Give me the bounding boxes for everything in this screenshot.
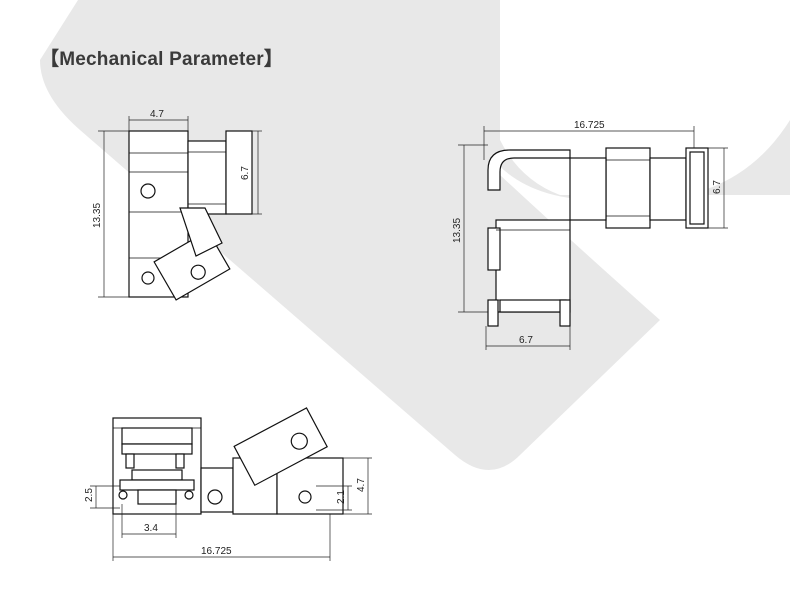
dim-height-left: 13.35: [92, 203, 103, 228]
bottom-dimensions: 3.4 16.725 2.5 2.1 4.7: [84, 457, 372, 561]
top-right-drawing: [487, 147, 709, 327]
top-right-dimensions: 16.725 13.35 6.7 6.7: [452, 120, 728, 350]
dim-right-small: 2.1: [336, 490, 347, 504]
page-title: 【Mechanical Parameter】: [40, 49, 284, 70]
dim-left: 2.5: [84, 488, 95, 502]
dim-right-height: 6.7: [712, 180, 723, 194]
watermark-shape: [40, 0, 660, 470]
dim-inner: 3.4: [144, 523, 158, 534]
top-left-drawing: [128, 130, 253, 301]
dim-width: 4.7: [150, 109, 164, 120]
dim-left-height: 13.35: [452, 218, 463, 243]
dim-bottom-width: 6.7: [519, 335, 533, 346]
bottom-drawing: [112, 407, 344, 515]
dim-height-right: 6.7: [240, 166, 251, 180]
watermark-shape-right: [390, 0, 790, 200]
top-left-dimensions: 4.7 6.7 13.35: [92, 109, 262, 298]
dim-total: 16.725: [201, 546, 232, 557]
dim-right-big: 4.7: [356, 478, 367, 492]
dim-top-width: 16.725: [574, 120, 605, 131]
